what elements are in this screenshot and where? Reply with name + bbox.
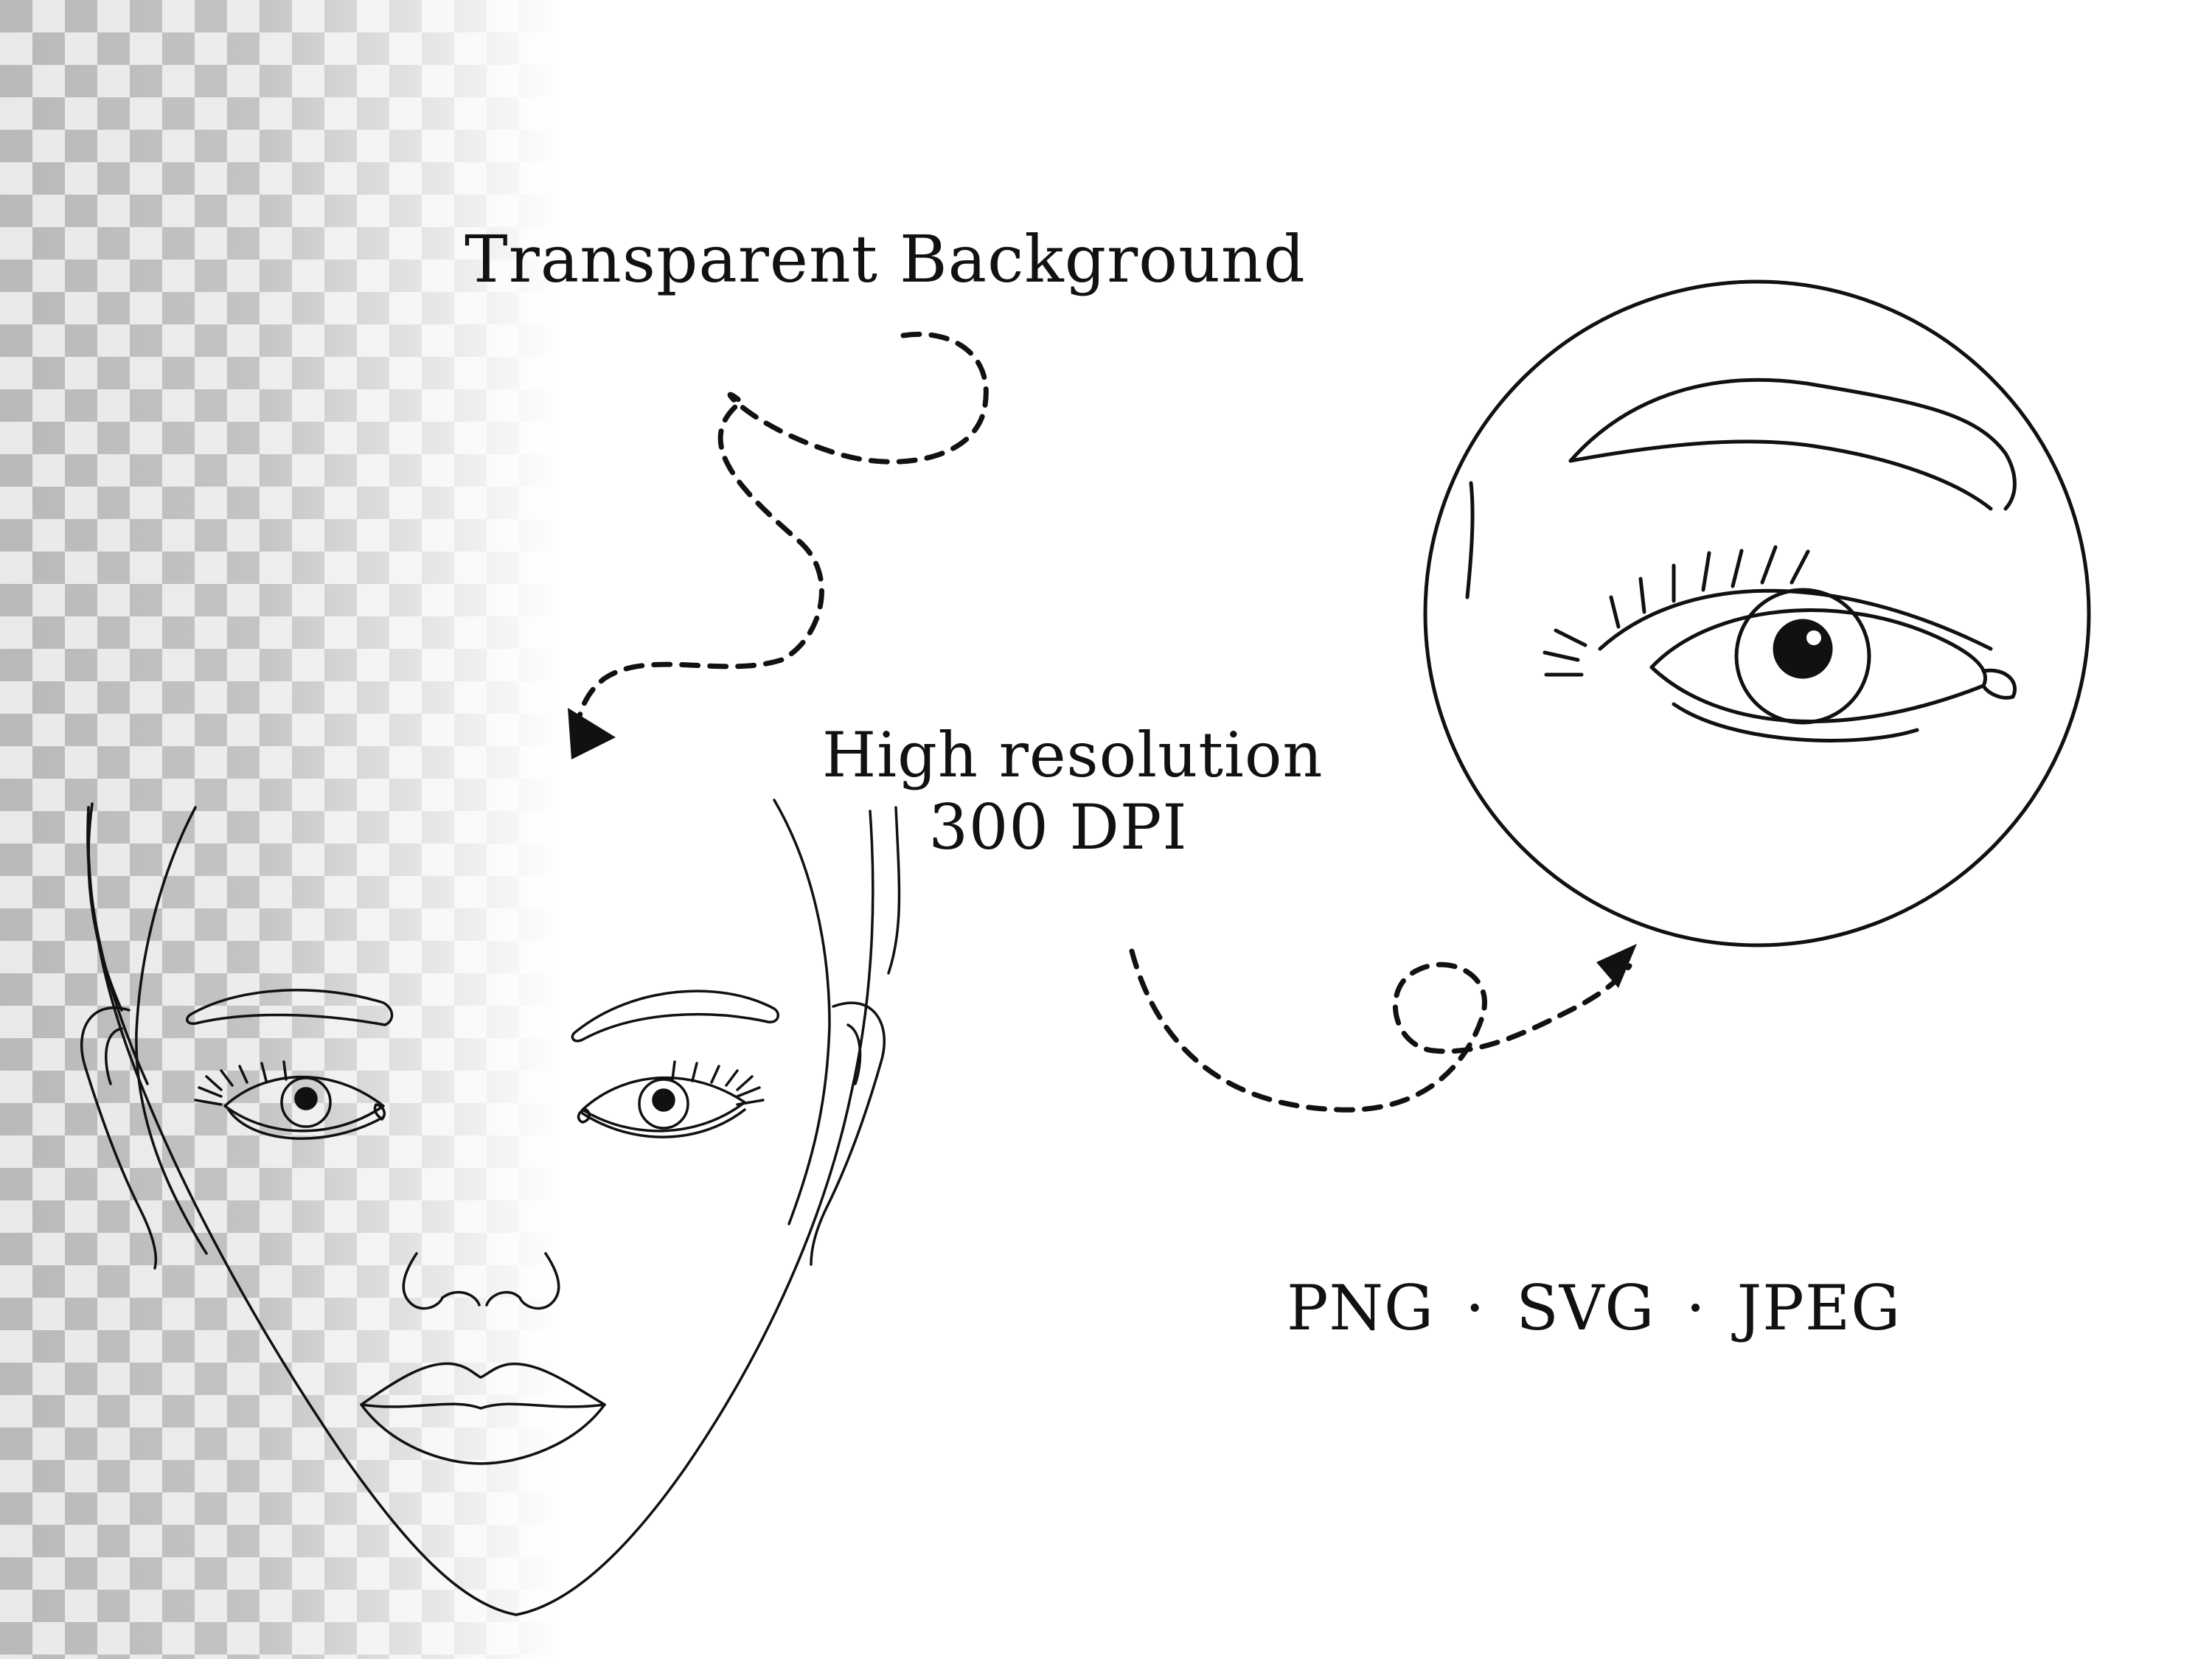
transparency-checkerboard bbox=[0, 0, 560, 1659]
dashed-arrow-transparent bbox=[576, 331, 989, 722]
left-eyebrow bbox=[186, 989, 394, 1026]
dpi-line: 300 DPI bbox=[928, 791, 1188, 863]
face-line-art bbox=[80, 799, 901, 1616]
arrowhead-transparent bbox=[568, 708, 616, 759]
arrowhead-highres bbox=[1596, 944, 1637, 988]
right-eyebrow bbox=[571, 990, 780, 1043]
dashed-arrow-highres bbox=[1129, 948, 1632, 1113]
eye-closeup-circle bbox=[1423, 279, 2091, 947]
file-formats-label: PNG · SVG · JPEG bbox=[1287, 1272, 1902, 1344]
high-resolution-label: High resolution 300 DPI bbox=[822, 719, 1323, 863]
transparent-background-label: Transparent Background bbox=[465, 221, 1306, 297]
high-resolution-line1: High resolution bbox=[822, 719, 1324, 791]
